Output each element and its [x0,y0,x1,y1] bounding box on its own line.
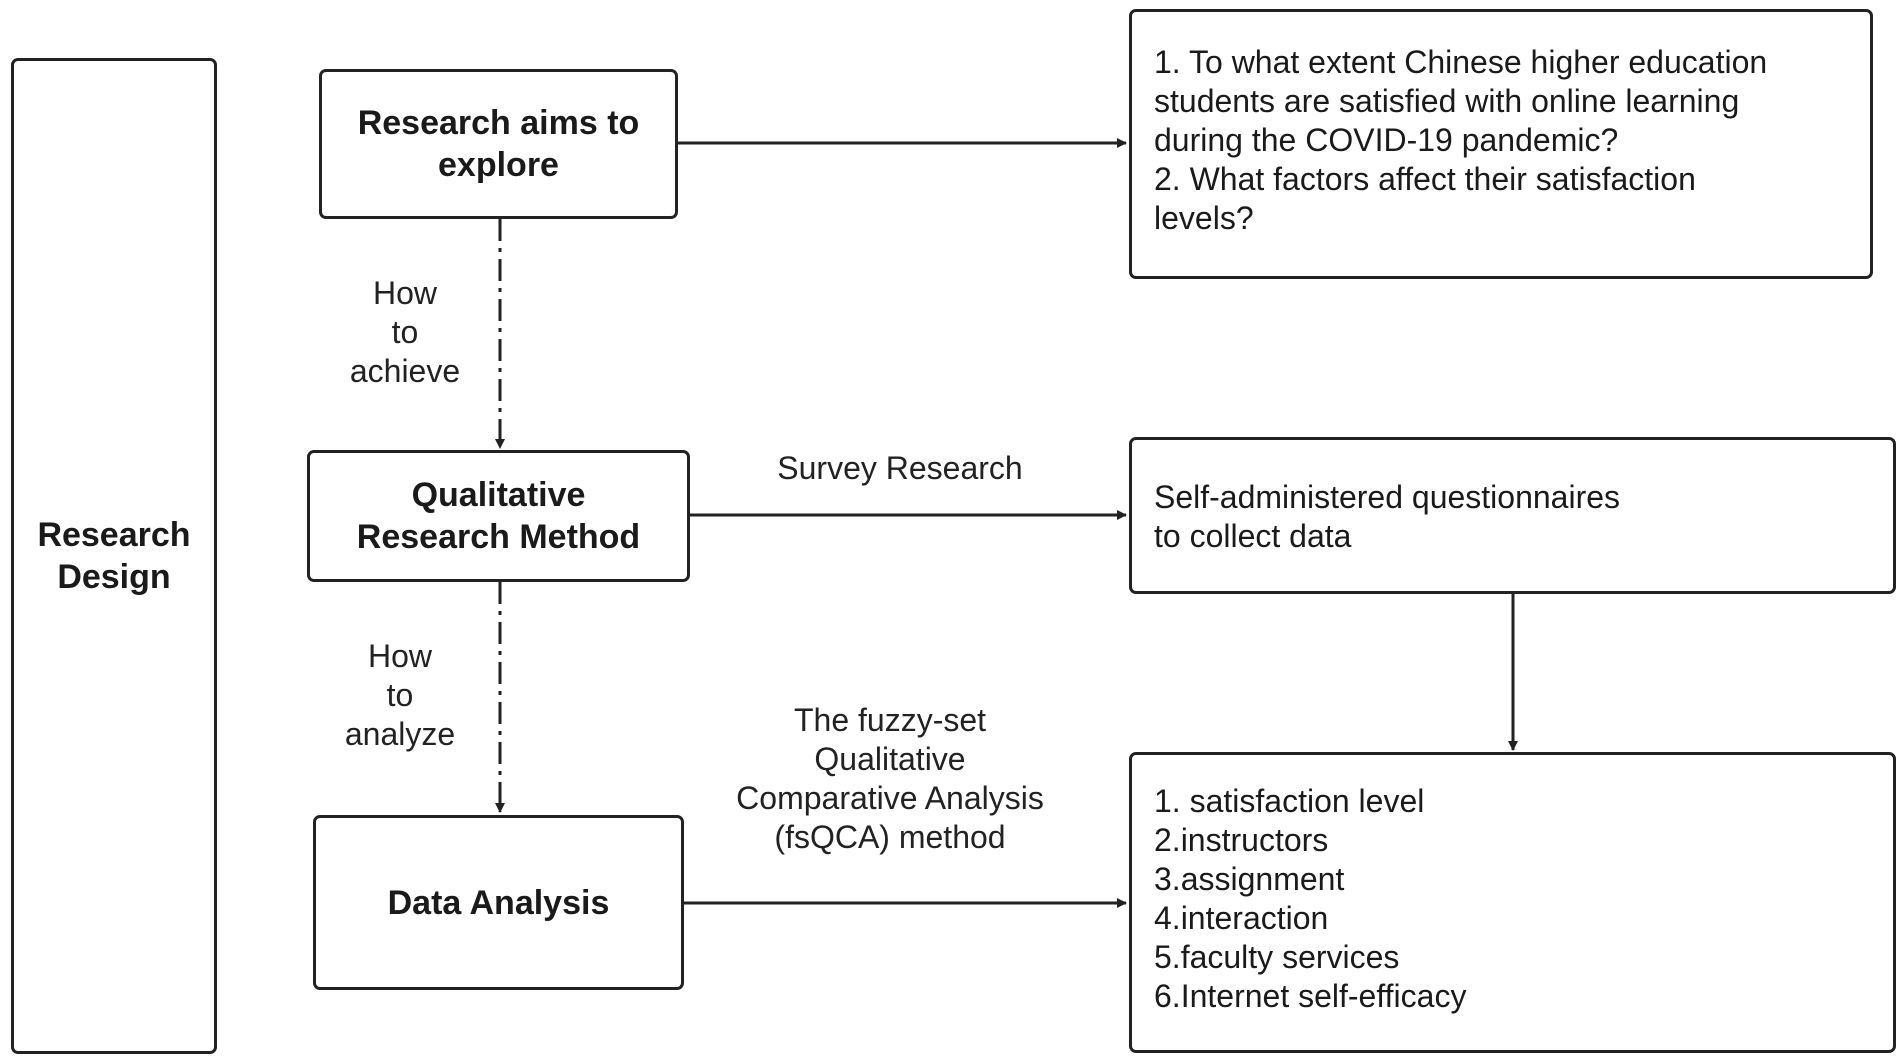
fsqca-line: The fuzzy-set [793,702,987,738]
how-to-analyze-line: to [386,677,414,713]
questionnaire-box: Self-administered questionnaires to coll… [1129,437,1896,594]
how-to-analyze-line: How [367,638,432,674]
qualitative-method-line2: Research Method [356,518,641,556]
factor-item: 4.interaction [1154,900,1329,936]
research-questions-box: 1. To what extent Chinese higher educati… [1129,9,1873,279]
survey-research-label: Survey Research [777,450,1023,486]
research-design-line1: Research [37,516,191,554]
question-line: during the COVID-19 pandemic? [1154,122,1619,158]
question-line: 2. What factors affect their satisfactio… [1154,161,1696,197]
qualitative-method-box: Qualitative Research Method [307,450,690,582]
qualitative-method-line1: Qualitative [411,476,586,514]
research-aims-box: Research aims to explore [319,69,678,219]
data-analysis-box: Data Analysis [313,815,684,990]
how-to-analyze-label: How to analyze [325,637,475,754]
research-design-box: Research Design [11,58,217,1054]
question-line: levels? [1154,200,1254,236]
how-to-achieve-line: achieve [349,353,461,389]
factor-item: 1. satisfaction level [1154,783,1425,819]
fsqca-line: Comparative Analysis [736,780,1044,816]
question-line: 1. To what extent Chinese higher educati… [1154,44,1768,80]
how-to-achieve-line: to [391,314,419,350]
research-design-line2: Design [57,558,171,596]
how-to-analyze-line: analyze [344,716,456,752]
factor-item: 6.Internet self-efficacy [1154,978,1467,1014]
data-analysis-label: Data Analysis [387,883,610,922]
factor-item: 2.instructors [1154,822,1329,858]
factors-box: 1. satisfaction level 2.instructors 3.as… [1129,752,1896,1053]
factor-item: 3.assignment [1154,861,1345,897]
how-to-achieve-line: How [372,275,437,311]
questionnaire-line: Self-administered questionnaires [1154,479,1621,515]
how-to-achieve-label: How to achieve [330,274,480,391]
fsqca-line: Qualitative [814,741,966,777]
research-aims-line1: Research aims to [357,104,640,142]
factor-item: 5.faculty services [1154,939,1400,975]
fsqca-method-label: The fuzzy-set Qualitative Comparative An… [700,701,1080,857]
question-line: students are satisfied with online learn… [1154,83,1740,119]
research-aims-line2: explore [438,146,559,184]
questionnaire-line: to collect data [1154,518,1352,554]
fsqca-line: (fsQCA) method [774,819,1006,855]
